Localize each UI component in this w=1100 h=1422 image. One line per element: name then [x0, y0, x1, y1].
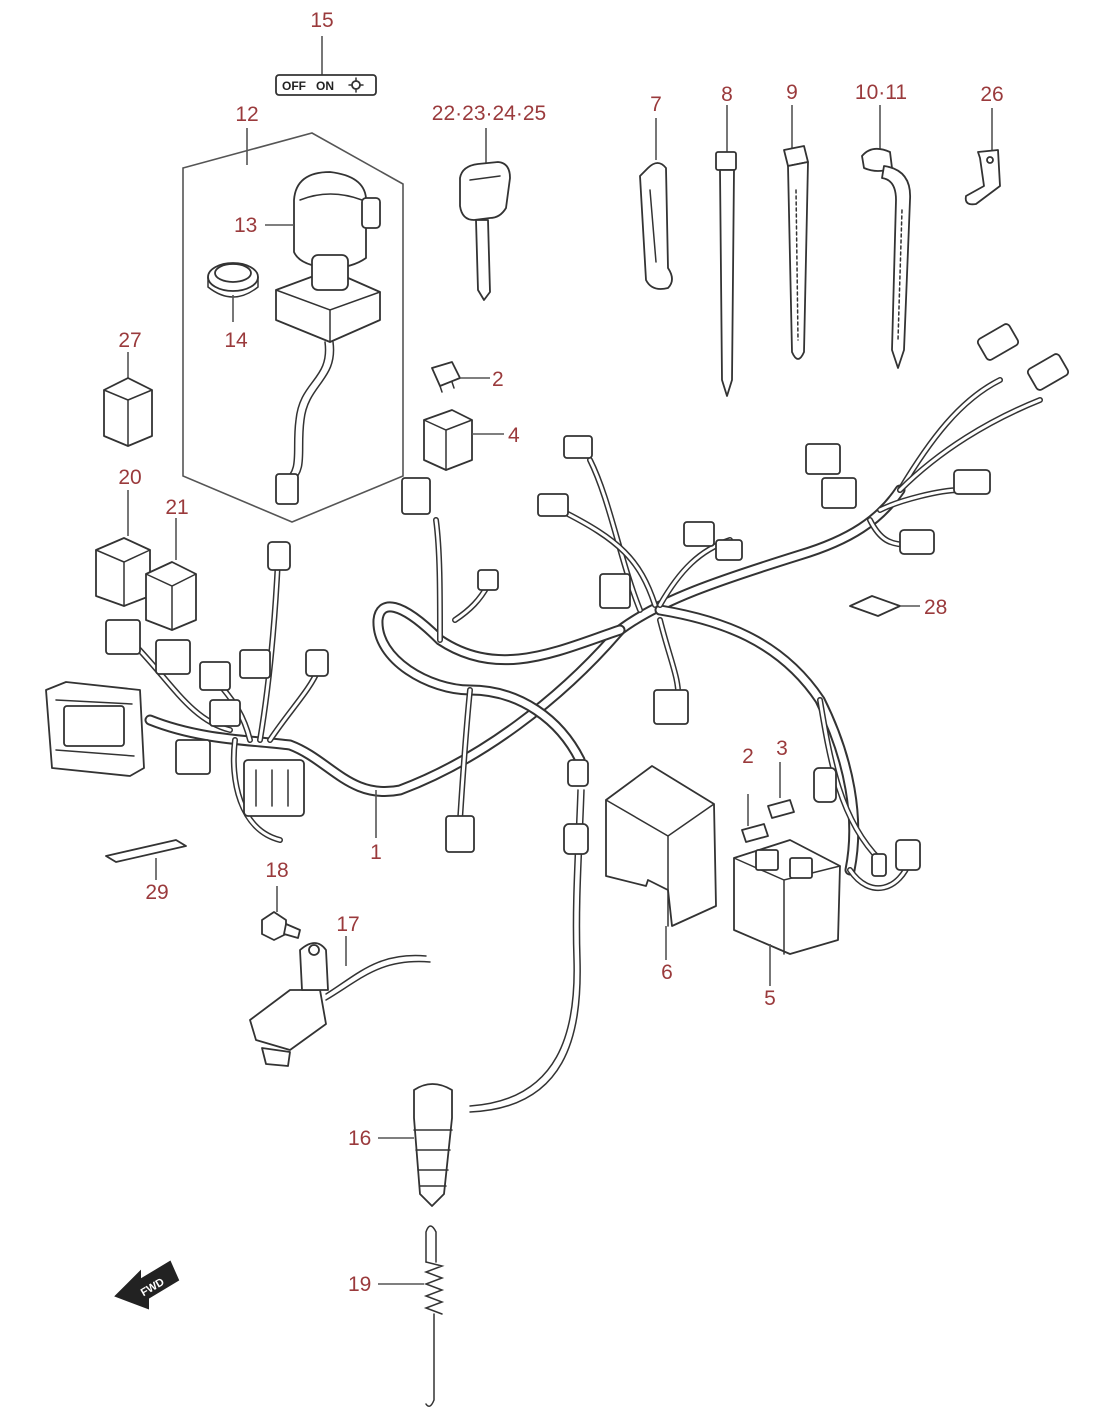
relay-icon	[145, 518, 197, 631]
fuse-box-icon	[733, 762, 921, 986]
callout-3: 3	[776, 737, 788, 760]
switch-on-label: ON	[316, 79, 334, 93]
callout-22-25: 22·23·24·25	[431, 102, 547, 125]
forward-arrow-icon: FWD	[114, 1260, 180, 1310]
callout-28: 28	[924, 596, 948, 619]
callout-17: 17	[336, 913, 360, 936]
callout-14: 14	[224, 329, 248, 352]
callout-4: 4	[508, 424, 520, 447]
callout-16: 16	[348, 1127, 372, 1150]
cable-tie-icon	[783, 105, 809, 360]
callout-10-11: 10·11	[854, 81, 908, 104]
callout-18: 18	[265, 859, 289, 882]
callout-8: 8	[721, 83, 733, 106]
ignition-switch-assembly	[182, 128, 404, 523]
callout-12: 12	[235, 103, 259, 126]
relay-icon	[95, 490, 151, 607]
callout-29: 29	[145, 881, 169, 904]
fuse-icon	[431, 361, 490, 393]
bracket-icon	[964, 108, 1001, 206]
callout-5: 5	[764, 987, 776, 1010]
sensor-icon	[249, 936, 431, 1067]
ecu-module-icon	[45, 681, 145, 777]
spring-icon	[378, 1225, 445, 1407]
ring-nut-icon	[207, 262, 259, 298]
callout-27: 27	[118, 329, 142, 352]
callout-6: 6	[661, 961, 673, 984]
connector-icons	[105, 323, 1070, 853]
bolt-icon	[261, 886, 301, 941]
sensor-icon	[378, 789, 589, 1207]
key-icon	[459, 128, 511, 301]
callout-26: 26	[980, 83, 1004, 106]
callout-13: 13	[234, 214, 258, 237]
callout-15: 15	[310, 9, 334, 32]
callout-20: 20	[118, 466, 142, 489]
callout-1: 1	[370, 841, 382, 864]
tape-icon	[105, 839, 187, 880]
switch-off-label: OFF	[282, 79, 306, 93]
callout-19: 19	[348, 1273, 372, 1296]
switch-position-plate: OFF ON	[275, 36, 377, 96]
callout-21: 21	[165, 496, 189, 519]
callout-7: 7	[650, 93, 662, 116]
callout-9: 9	[786, 81, 798, 104]
callout-2-top: 2	[492, 368, 504, 391]
fuse-box-cover-icon	[605, 765, 717, 960]
callout-2-bottom: 2	[742, 745, 754, 768]
cable-tie-icon	[861, 105, 911, 369]
cable-tie-icon	[715, 105, 737, 397]
relay-icon	[103, 352, 153, 447]
adhesive-pad-icon	[849, 595, 920, 617]
clamp-icon	[639, 118, 673, 290]
ignition-switch-icon	[275, 171, 381, 505]
relay-icon	[423, 409, 504, 471]
